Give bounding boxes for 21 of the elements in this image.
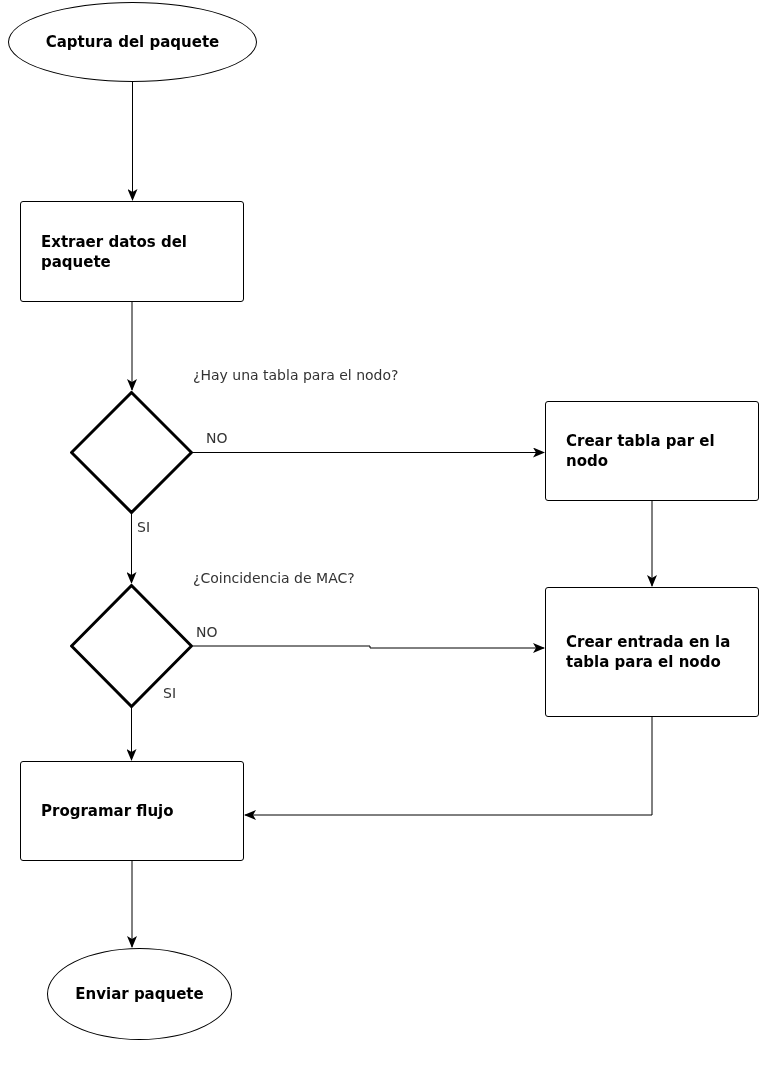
arrow <box>192 643 545 653</box>
process-box <box>20 761 244 861</box>
node-label: Extraer datos del paquete <box>41 231 188 272</box>
question-text: ¿Hay una tabla para el nodo? <box>193 366 399 385</box>
arrow <box>192 447 545 458</box>
node-label: Crear entrada en la tabla para el nodo <box>566 632 732 672</box>
process-box <box>545 587 759 717</box>
process-box <box>545 401 759 501</box>
arrow <box>126 513 137 584</box>
question-text: ¿Coincidencia de MAC? <box>193 569 355 588</box>
node-label: Enviar paquete <box>75 984 204 1004</box>
arrow <box>127 860 137 948</box>
process-box <box>20 201 244 302</box>
arrow <box>647 500 657 587</box>
arrow <box>127 301 137 391</box>
node-label: Crear tabla par el nodo <box>566 431 716 471</box>
arrow <box>127 81 138 201</box>
node-label: Programar flujo <box>41 801 175 821</box>
arrow <box>244 716 653 820</box>
node-label: Captura del paquete <box>45 32 220 52</box>
arrow <box>126 707 137 761</box>
